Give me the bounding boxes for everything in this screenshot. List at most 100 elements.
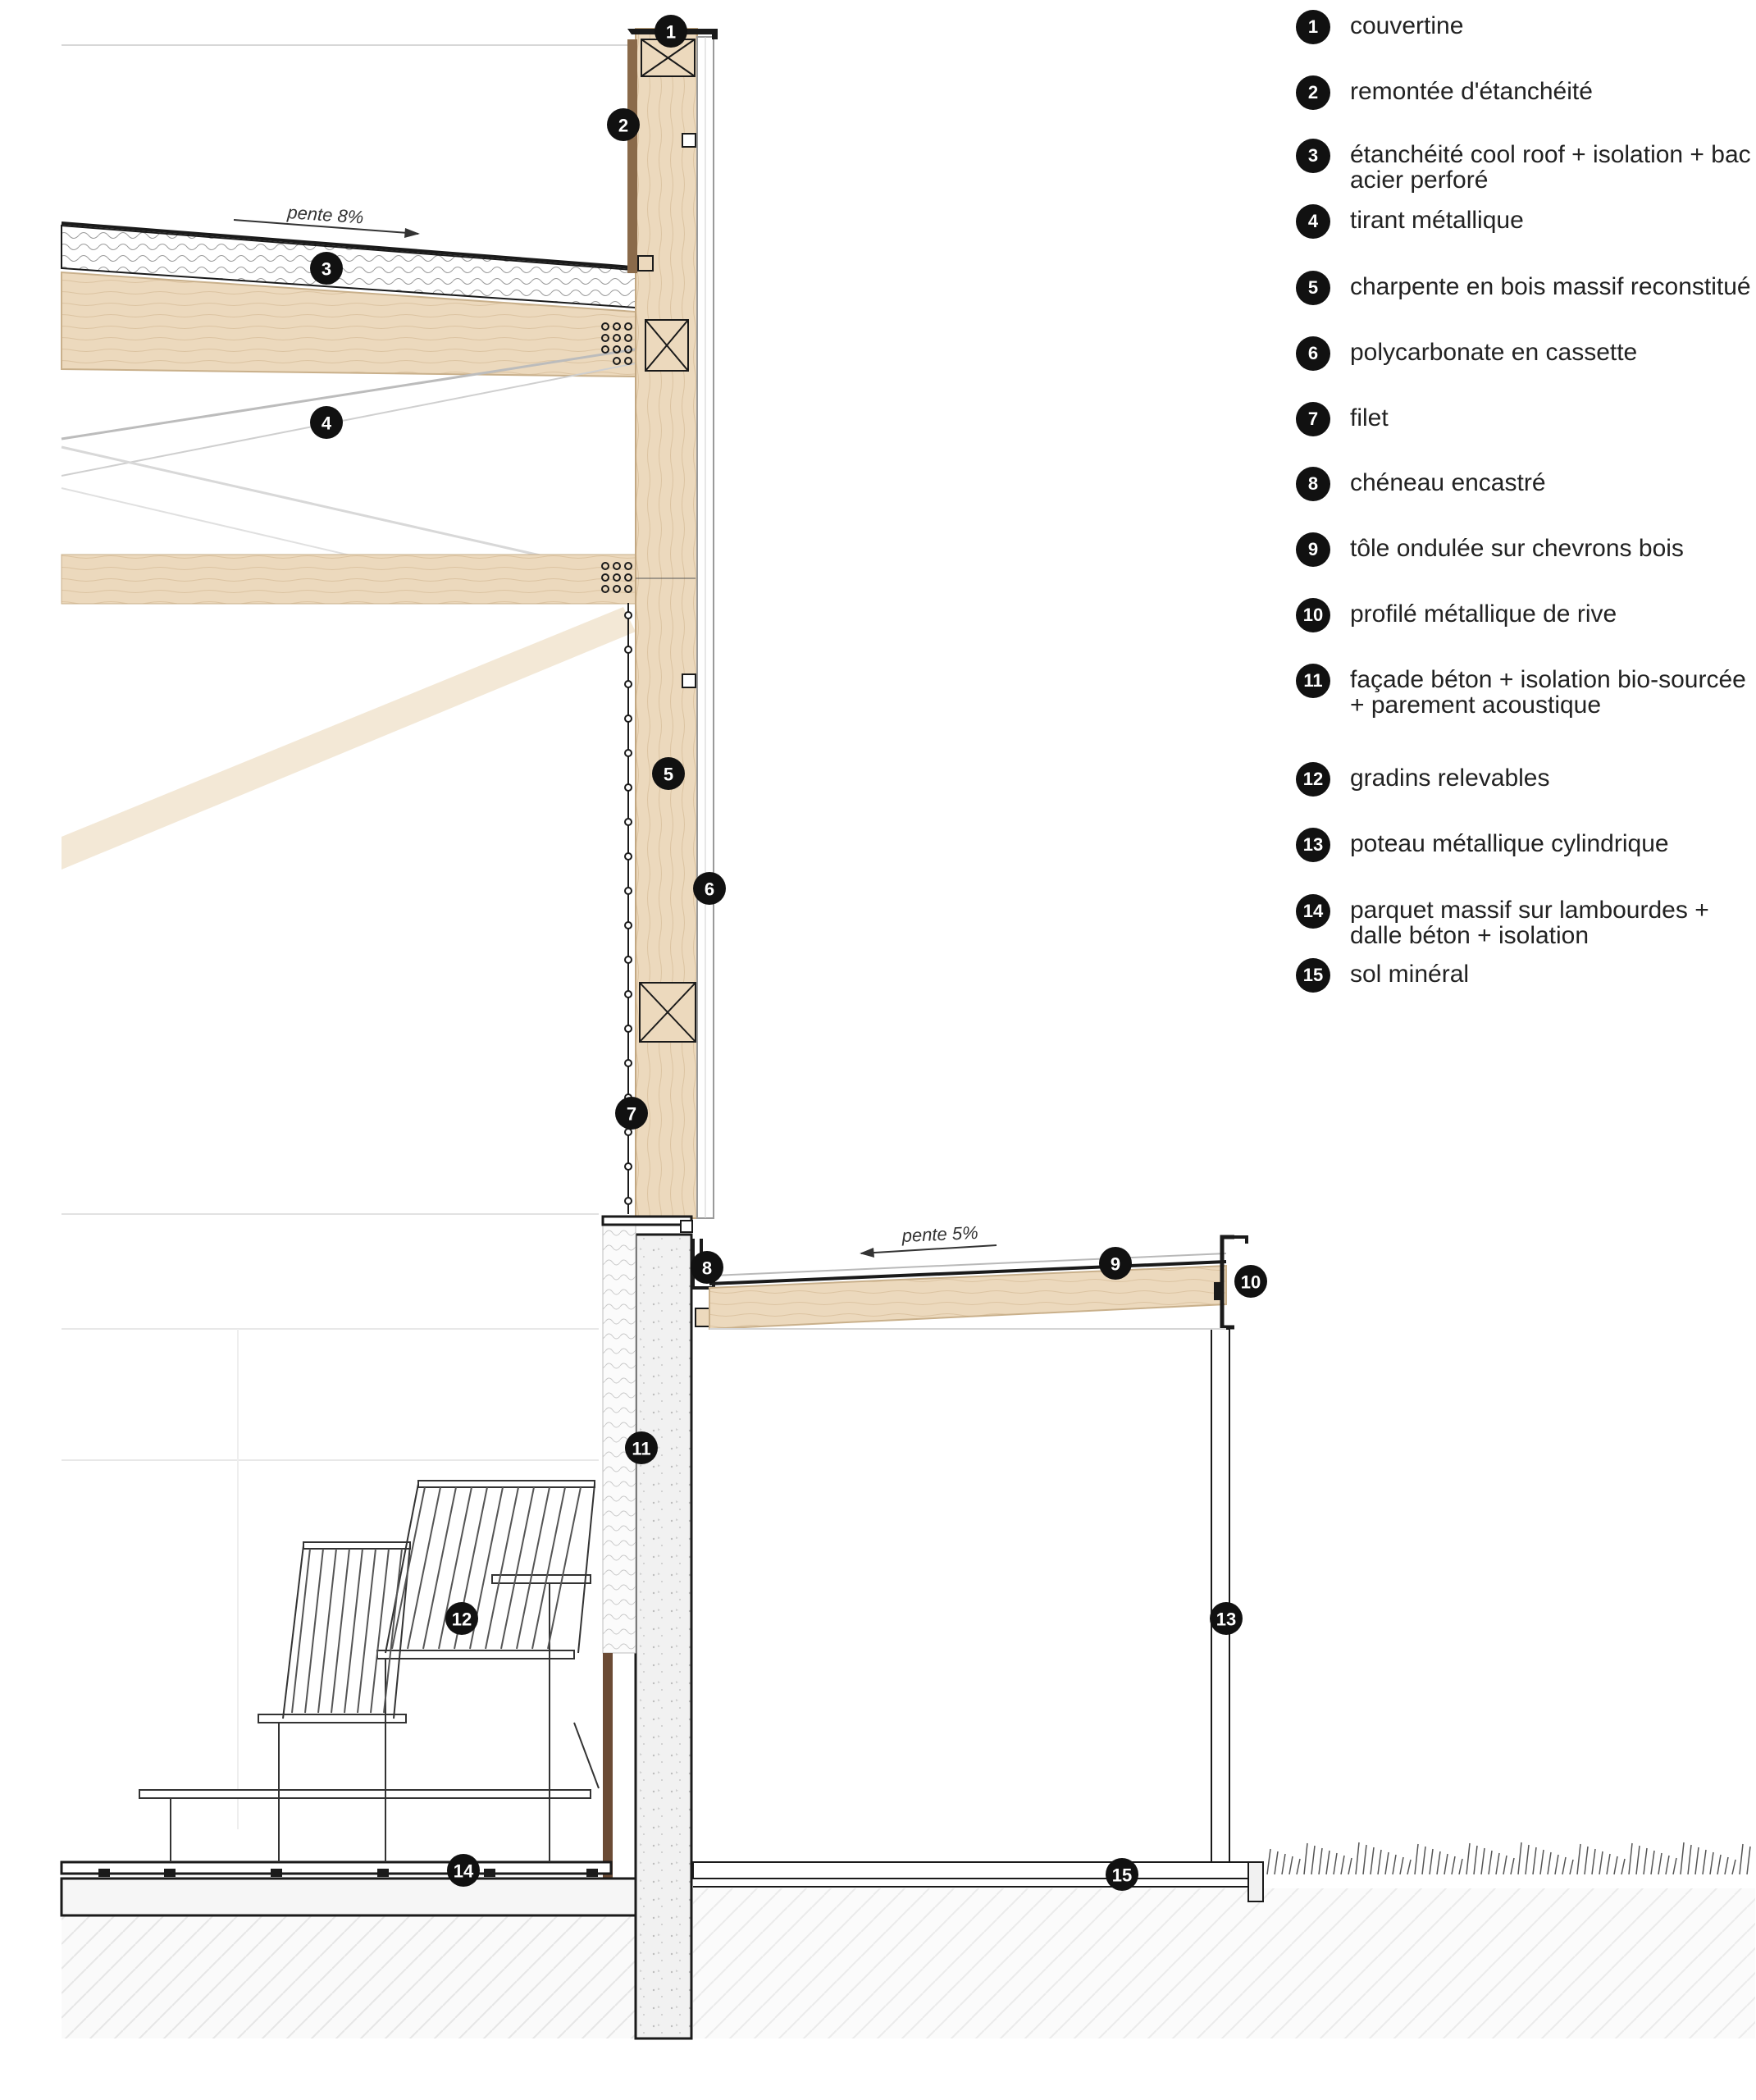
legend-number: 7 xyxy=(1296,402,1330,436)
net-bead xyxy=(624,749,632,757)
legend-label: parquet massif sur lambourdes + dalle bé… xyxy=(1350,897,1709,949)
marker-circle xyxy=(693,872,726,905)
roof-membrane xyxy=(61,221,696,274)
legend-label: étanchéité cool roof + isolation + bac a… xyxy=(1350,141,1751,194)
marker-number: 13 xyxy=(1216,1609,1236,1630)
small-block xyxy=(637,255,654,272)
legend-label: profilé métallique de rive xyxy=(1350,600,1617,628)
slat xyxy=(291,1548,311,1714)
slat xyxy=(317,1548,337,1714)
marker-circle xyxy=(1106,1858,1138,1891)
marker-number: 5 xyxy=(664,765,673,785)
marker-number: 4 xyxy=(322,413,332,434)
net-bead xyxy=(624,818,632,826)
wall-cap xyxy=(601,1215,693,1226)
joist xyxy=(271,1869,282,1877)
marker-circle xyxy=(625,1431,658,1464)
legend-number: 15 xyxy=(1296,958,1330,993)
marker-3: 3 xyxy=(310,252,343,285)
marker-number: 3 xyxy=(322,259,331,280)
concrete-slab xyxy=(60,1877,637,1917)
post-node-cross xyxy=(639,982,696,1043)
marker-number: 6 xyxy=(705,879,714,900)
tie-rod xyxy=(61,360,649,477)
marker-number: 14 xyxy=(454,1861,474,1882)
net-bead xyxy=(624,1025,632,1033)
slat xyxy=(391,1486,426,1650)
slat xyxy=(500,1486,535,1650)
marker-8: 8 xyxy=(691,1251,723,1284)
canopy-slope-arrow xyxy=(860,1244,997,1254)
legend-label: façade béton + isolation bio-sourcée + p… xyxy=(1350,666,1746,719)
joist xyxy=(98,1869,110,1877)
mineral-floor xyxy=(692,1861,1260,1879)
canopy-slope-arrowhead xyxy=(860,1248,874,1258)
marker-7: 7 xyxy=(615,1097,648,1130)
net-bead xyxy=(624,1162,632,1171)
marker-number: 7 xyxy=(627,1104,636,1125)
steel-column xyxy=(1211,1328,1230,1863)
marker-number: 11 xyxy=(632,1439,650,1459)
curb xyxy=(1247,1861,1264,1902)
joist xyxy=(377,1869,389,1877)
slat xyxy=(422,1486,457,1650)
net-bead xyxy=(624,852,632,861)
canopy-sheet-top xyxy=(713,1253,1227,1276)
slat xyxy=(547,1486,582,1650)
legend-label: tôle ondulée sur chevrons bois xyxy=(1350,535,1684,562)
roof-slope-arrow xyxy=(233,219,419,235)
marker-number: 9 xyxy=(1111,1254,1120,1275)
legend-item: 15 sol minéral xyxy=(1296,958,1755,993)
canopy-rafter xyxy=(709,1264,1227,1331)
marker-circle xyxy=(1234,1265,1267,1298)
slat xyxy=(383,1548,403,1714)
slat xyxy=(331,1548,350,1714)
mid-beam xyxy=(61,554,636,605)
edge-profile-lip xyxy=(1234,1235,1248,1244)
slat xyxy=(304,1548,324,1714)
acoustic-panel xyxy=(603,1653,613,1883)
net-beads xyxy=(624,611,632,1205)
net-bead xyxy=(624,990,632,998)
marker-number: 10 xyxy=(1241,1272,1261,1293)
legend-number: 6 xyxy=(1296,336,1330,371)
coping-cross xyxy=(641,39,696,77)
joist xyxy=(586,1869,598,1877)
canopy-slope-label: pente 5% xyxy=(901,1222,978,1246)
marker-circle xyxy=(445,1602,478,1635)
bleachers xyxy=(139,1480,600,1862)
marker-10: 10 xyxy=(1234,1265,1267,1298)
small-block xyxy=(682,673,696,688)
slat xyxy=(344,1548,363,1714)
marker-circle xyxy=(310,406,343,439)
legend-label: gradins relevables xyxy=(1350,765,1550,792)
edge-profile xyxy=(1220,1235,1234,1330)
small-block xyxy=(680,1220,693,1233)
marker-circle xyxy=(615,1097,648,1130)
marker-circle xyxy=(447,1854,480,1887)
net-bead xyxy=(624,646,632,654)
marker-5: 5 xyxy=(652,757,685,790)
legend-number: 4 xyxy=(1296,204,1330,239)
marker-15: 15 xyxy=(1106,1858,1138,1891)
marker-circle xyxy=(652,757,685,790)
tie-rod xyxy=(61,445,624,576)
slat xyxy=(370,1548,390,1714)
legend-number: 1 xyxy=(1296,10,1330,44)
small-block xyxy=(682,133,696,148)
parquet xyxy=(60,1860,613,1875)
beam-node-cross xyxy=(645,319,689,372)
legend-label: sol minéral xyxy=(1350,961,1470,988)
